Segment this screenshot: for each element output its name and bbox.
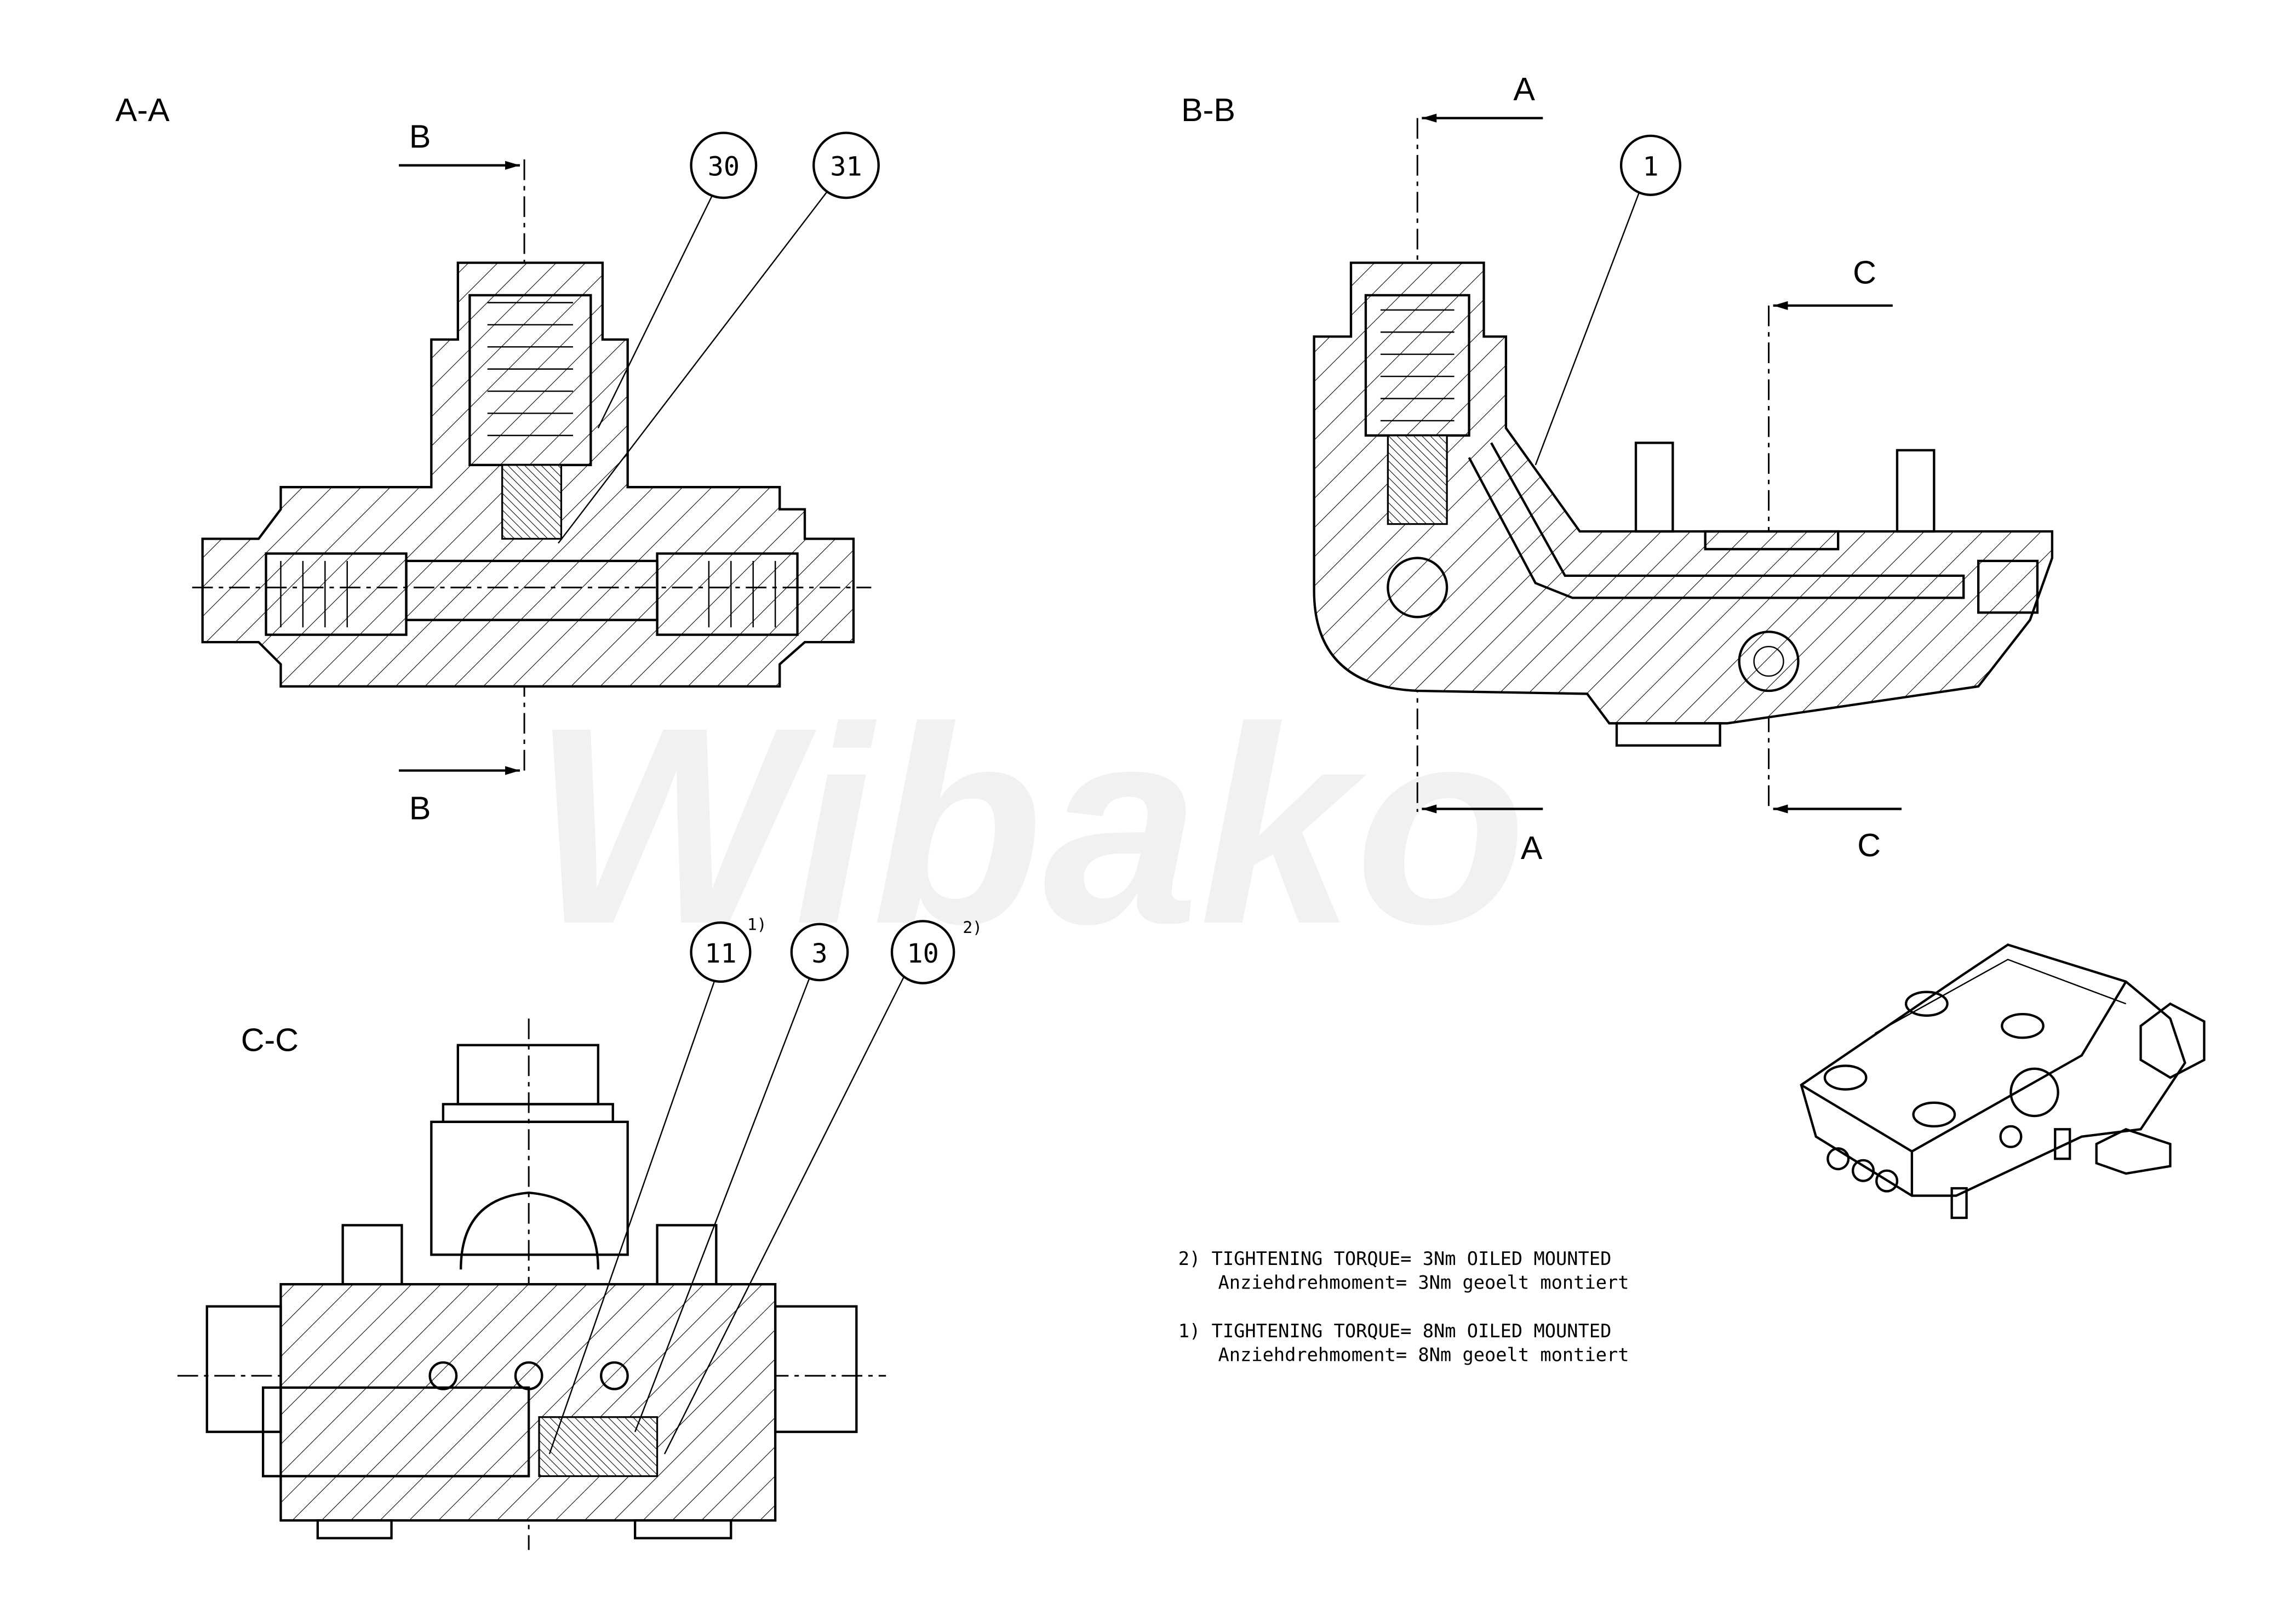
cut-label-c-bottom: C [1857,827,1881,863]
isometric-view [1800,943,2206,1219]
balloon-10: 10 2) [663,918,982,1455]
note-1-en: 1) TIGHTENING TORQUE= 8Nm OILED MOUNTED [1178,1320,1612,1342]
cut-label-b-top: B [409,118,431,154]
cut-label-a-bottom: A [1521,829,1543,866]
section-title-c-c: C-C [241,1021,299,1058]
svg-text:31: 31 [830,152,862,182]
balloon-1: 1 [1535,134,1682,466]
note-2-de: Anziehdrehmoment= 3Nm geoelt montiert [1218,1272,1629,1293]
balloon-30: 30 [597,131,758,428]
balloon-31: 31 [558,131,880,544]
svg-text:1: 1 [1642,152,1658,182]
superscript-note-2: 2) [963,918,982,937]
cut-label-a-top: A [1513,71,1535,107]
watermark: Wibako [532,669,1527,982]
section-title-a-a: A-A [116,91,170,128]
superscript-note-1: 1) [747,915,767,934]
note-2-en: 2) TIGHTENING TORQUE= 3Nm OILED MOUNTED [1178,1248,1612,1269]
balloon-11: 11 1) [548,915,767,1455]
svg-text:30: 30 [708,152,740,182]
svg-text:3: 3 [811,938,827,969]
section-a-a: A-A B B 30 31 [116,91,880,826]
section-title-b-b: B-B [1181,91,1235,128]
balloon-3: 3 [634,923,849,1433]
svg-text:10: 10 [907,938,938,969]
note-1-de: Anziehdrehmoment= 8Nm geoelt montiert [1218,1344,1629,1365]
section-c-c: C-C 11 1) 3 10 2) [177,915,982,1550]
cut-label-c-top: C [1853,254,1876,290]
cut-label-b-bottom: B [409,789,431,826]
notes: 2) TIGHTENING TORQUE= 3Nm OILED MOUNTED … [1178,1248,1629,1365]
svg-text:11: 11 [705,938,736,969]
valve-body-b-b [1313,261,2054,725]
section-b-b: B-B A A C C 1 [1181,71,2054,866]
